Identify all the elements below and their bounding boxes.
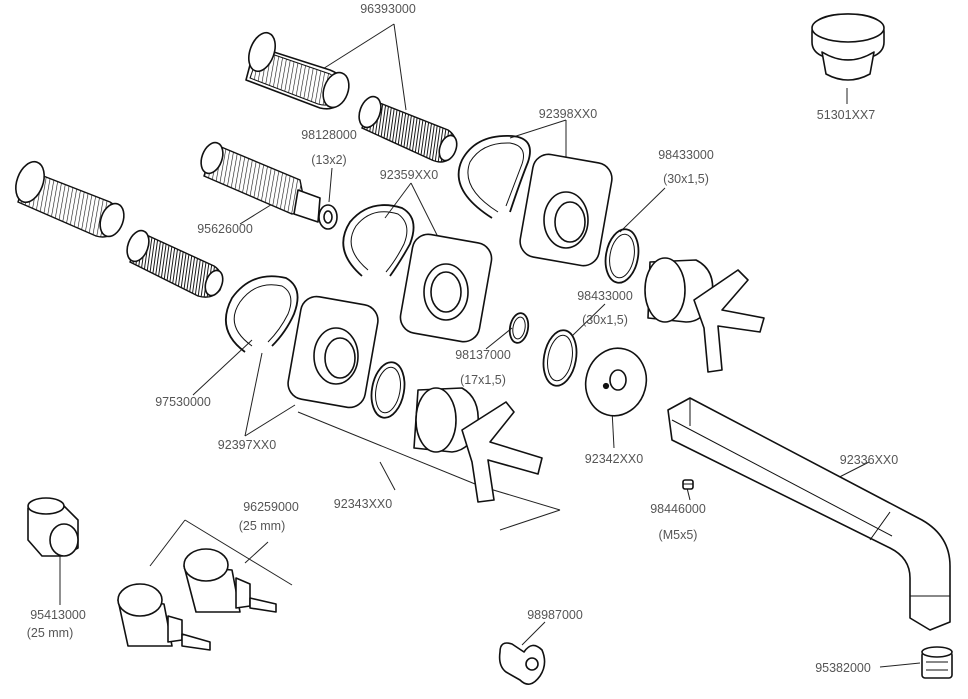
- clip-lower: [224, 275, 299, 353]
- escutcheon-disc: [584, 347, 648, 417]
- part-label-92336XX0: 92336XX0: [839, 453, 899, 467]
- pipe-left: [15, 160, 125, 238]
- part-label-92343XX0: 92343XX0: [333, 497, 393, 511]
- o-ring-lower: [370, 361, 406, 419]
- part-label-96259000: 96259000: [243, 500, 299, 514]
- o-ring-small: [508, 312, 530, 344]
- part-label-98128000: 98128000: [301, 128, 357, 142]
- o-ring-middle: [542, 329, 578, 387]
- adapter-nipple: [27, 497, 79, 557]
- leader-lines: [59, 23, 921, 668]
- rosette-upper: [519, 153, 613, 267]
- rosette-middle: [399, 233, 493, 343]
- part-label-95413000: 95413000: [30, 608, 86, 622]
- pipe-upper: [245, 31, 350, 110]
- spout: [667, 397, 951, 631]
- part-spec-98433000-upper: (30x1,5): [663, 172, 709, 186]
- pipe-middle: [200, 141, 338, 230]
- part-spec-98433000-middle: (30x1,5): [582, 313, 628, 327]
- cross-handle-lower: [413, 387, 543, 503]
- part-spec-98446000: (M5x5): [658, 528, 698, 542]
- cartridge-upper: [183, 548, 277, 613]
- part-label-95382000: 95382000: [815, 661, 871, 675]
- part-spec-98137000: (17x1,5): [460, 373, 506, 387]
- rosette-lower: [287, 295, 379, 409]
- part-label-51301XX7: 51301XX7: [816, 108, 876, 122]
- part-label-92359XX0: 92359XX0: [379, 168, 439, 182]
- part-label-98433000-middle: 98433000: [577, 289, 633, 303]
- clip-upper: [457, 135, 531, 219]
- service-key: [498, 642, 546, 685]
- cartridge-lower: [117, 583, 211, 651]
- pipe-upper-insert: [358, 95, 458, 163]
- grub-screw: [682, 479, 694, 490]
- cross-handle-upper: [644, 257, 765, 373]
- part-label-92397XX0: 92397XX0: [217, 438, 277, 452]
- part-spec-96259000: (25 mm): [238, 519, 286, 533]
- o-ring-upper: [604, 228, 640, 284]
- part-label-98137000: 98137000: [455, 348, 511, 362]
- part-label-98433000-upper: 98433000: [658, 148, 714, 162]
- aerator: [921, 646, 953, 679]
- part-label-98446000: 98446000: [650, 502, 706, 516]
- part-label-97530000: 97530000: [155, 395, 211, 409]
- part-spec-95413000: (25 mm): [26, 626, 74, 640]
- part-label-98987000: 98987000: [527, 608, 583, 622]
- pipe-left-insert: [126, 229, 224, 298]
- part-label-95626000: 95626000: [197, 222, 253, 236]
- part-label-92398XX0: 92398XX0: [538, 107, 598, 121]
- part-spec-98128000: (13x2): [311, 153, 347, 167]
- popup-cap: [811, 13, 885, 81]
- part-label-96393000: 96393000: [360, 2, 416, 16]
- clip-middle: [342, 204, 415, 277]
- part-label-92342XX0: 92342XX0: [584, 452, 644, 466]
